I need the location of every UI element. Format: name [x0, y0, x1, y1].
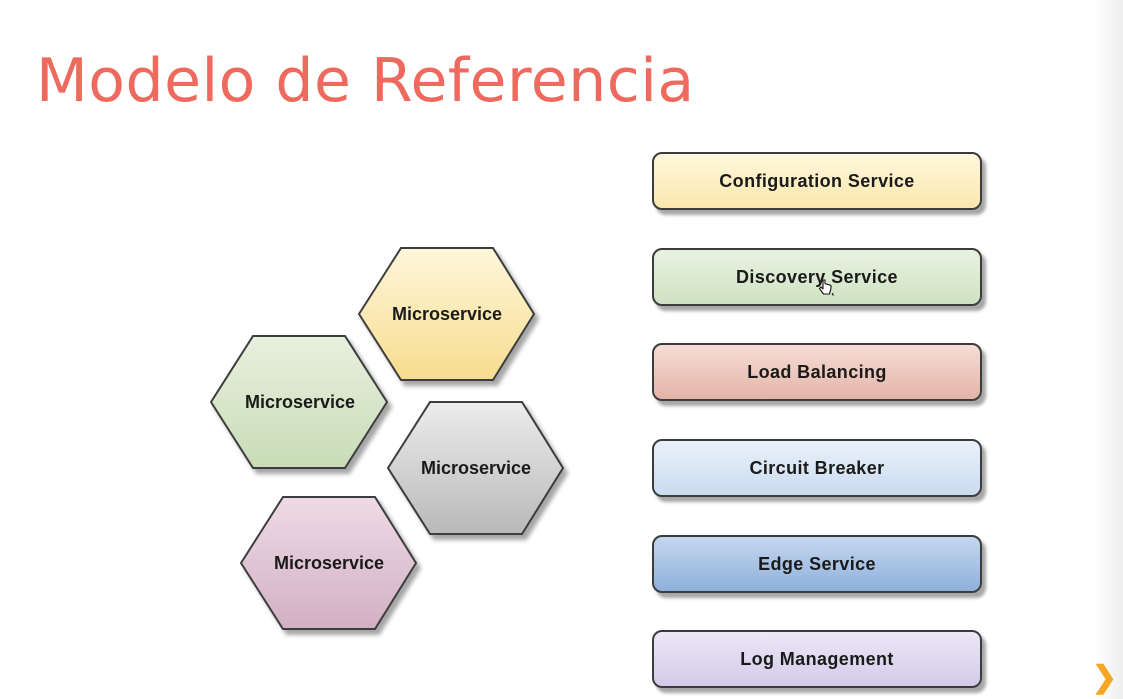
load-balancing-box: Load Balancing [652, 343, 982, 401]
edge-service-box: Edge Service [652, 535, 982, 593]
hand-pointer-icon [818, 279, 834, 296]
slide-title: Modelo de Referencia [36, 46, 695, 116]
configuration-service-box: Configuration Service [652, 152, 982, 210]
discovery-service-box: Discovery Service [652, 248, 982, 306]
log-management-box: Log Management [652, 630, 982, 688]
hexagon-left-label: Microservice [244, 392, 356, 412]
slide-right-edge [1095, 0, 1123, 699]
hexagon-bottom [239, 496, 418, 630]
circuit-breaker-box: Circuit Breaker [652, 439, 982, 497]
hexagon-top [357, 247, 536, 381]
hexagon-left [209, 335, 389, 469]
hexagon-top-label: Microservice [391, 304, 503, 324]
hexagon-right [386, 401, 565, 535]
chevron-right-icon: ❯ [1091, 661, 1117, 694]
hexagon-right-label: Microservice [420, 458, 532, 478]
hexagon-bottom-label: Microservice [273, 553, 385, 573]
